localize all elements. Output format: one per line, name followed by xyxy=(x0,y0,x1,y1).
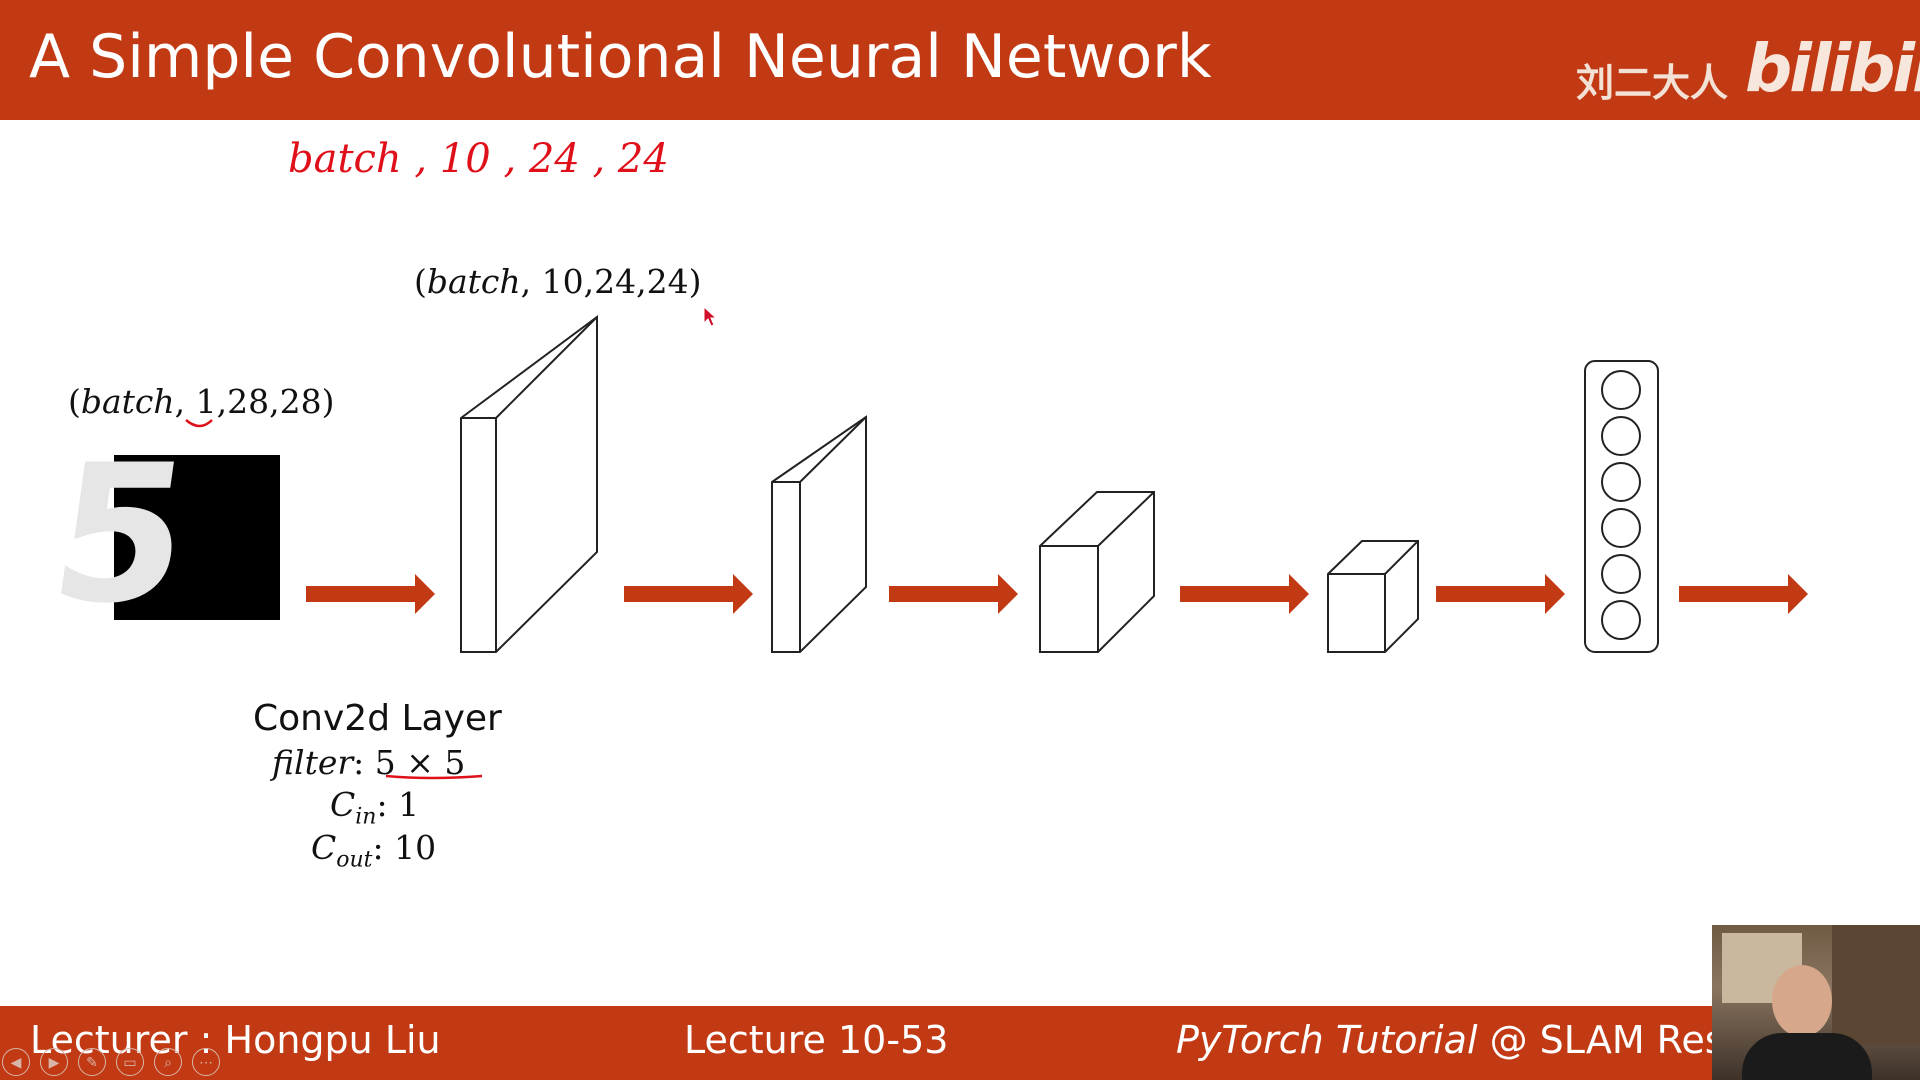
cout-label: Cout: 10 xyxy=(311,828,437,873)
cin-label: Cin: 1 xyxy=(330,785,420,830)
slide-title: A Simple Convolutional Neural Network xyxy=(29,22,1212,92)
pen-icon[interactable]: ✎ xyxy=(78,1048,106,1076)
layer-name: Conv2d Layer xyxy=(253,698,502,739)
flow-arrow xyxy=(306,574,435,614)
flow-arrow xyxy=(1679,574,1808,614)
feature-map-pool2 xyxy=(1327,540,1419,653)
flow-arrow xyxy=(624,574,753,614)
flow-arrows xyxy=(306,574,1808,614)
underline-mark-input-channel xyxy=(185,419,213,428)
neuron xyxy=(1601,416,1641,456)
input-image-mnist: 5 xyxy=(39,425,280,646)
brand-author: 刘二大人 xyxy=(1576,61,1729,105)
mouse-cursor xyxy=(703,306,718,327)
input-digit: 5 xyxy=(39,425,202,646)
lecturer-webcam xyxy=(1712,925,1920,1080)
more-icon[interactable]: ⋯ xyxy=(192,1048,220,1076)
feature-map-pool1 xyxy=(771,415,867,653)
neuron xyxy=(1601,462,1641,502)
flow-arrow xyxy=(1180,574,1309,614)
zoom-icon[interactable]: ⌕ xyxy=(154,1048,182,1076)
play-icon[interactable]: ▶ xyxy=(40,1048,68,1076)
underline-mark-filter xyxy=(385,774,483,780)
player-controls: ◀ ▶ ✎ ▭ ⌕ ⋯ xyxy=(2,1048,230,1076)
slide-header xyxy=(0,0,1920,120)
neuron xyxy=(1601,370,1641,410)
neuron xyxy=(1601,554,1641,594)
flow-arrow xyxy=(1436,574,1565,614)
screen-icon[interactable]: ▭ xyxy=(116,1048,144,1076)
fully-connected-layer xyxy=(1584,360,1659,653)
filter-label: filter: 5 × 5 xyxy=(272,743,466,782)
feature-map-conv2 xyxy=(1039,491,1155,653)
flow-arrow xyxy=(889,574,1018,614)
slide-footer xyxy=(0,1006,1920,1080)
prev-icon[interactable]: ◀ xyxy=(2,1048,30,1076)
course-label: PyTorch Tutorial @ SLAM Resea xyxy=(1176,1018,1772,1062)
lecture-number: Lecture 10-53 xyxy=(684,1018,949,1062)
neuron xyxy=(1601,508,1641,548)
feature-map-conv1 xyxy=(460,315,598,653)
handwritten-shape-note: batch , 10 , 24 , 24 xyxy=(288,136,669,182)
conv-output-shape-label: (batch, 10,24,24) xyxy=(414,262,702,301)
bilibili-logo: bilibili xyxy=(1745,30,1920,107)
neuron xyxy=(1601,600,1641,640)
input-shape-label: (batch, 1,28,28) xyxy=(68,382,335,421)
